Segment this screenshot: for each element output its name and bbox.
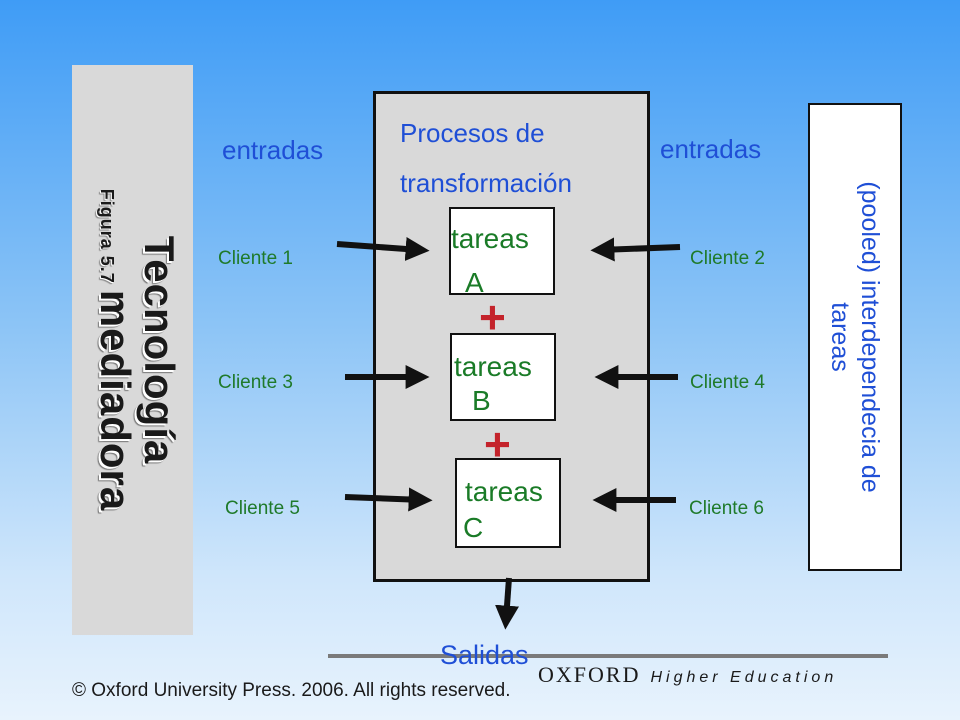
oxford-logo-text: OXFORD (538, 662, 641, 687)
task-c-line2: C (463, 512, 484, 543)
plus-sign-1: + (479, 291, 506, 343)
process-title-line2: transformación (400, 168, 572, 198)
arrow-client-2 (590, 237, 681, 262)
client-1-label: Cliente 1 (218, 248, 293, 269)
task-c-line1: tareas (465, 476, 543, 507)
pooled-line1: (pooled) interdependecia de (856, 181, 884, 493)
task-box-b: tareas B (450, 333, 556, 421)
process-title: Procesos de transformación (400, 108, 640, 208)
task-b-line1: tareas (454, 351, 532, 382)
pooled-interdependence-box: (pooled) interdependecia de tareas (808, 103, 902, 571)
inputs-left-label: entradas (222, 135, 324, 165)
oxford-brand: OXFORD Higher Education (538, 662, 837, 688)
pooled-interdependence-text: (pooled) interdependecia de tareas (825, 127, 885, 547)
arrow-client-1 (336, 236, 430, 261)
client-2-label: Cliente 2 (690, 248, 765, 269)
task-b-line2: B (472, 385, 491, 416)
copyright-notice: © Oxford University Press. 2006. All rig… (72, 680, 511, 701)
process-title-line1: Procesos de (400, 118, 545, 148)
output-label: Salidas (440, 640, 529, 670)
client-6-label: Cliente 6 (689, 498, 764, 519)
task-a-line2: A (465, 267, 484, 298)
arrow-client-5 (344, 487, 433, 512)
inputs-right-label: entradas (660, 134, 762, 164)
client-3-label: Cliente 3 (218, 372, 293, 393)
arrow-output (495, 577, 519, 630)
task-box-a: tareas A (449, 207, 555, 298)
oxford-subtitle: Higher Education (650, 669, 838, 686)
task-box-c: tareas C (455, 458, 561, 548)
client-4-label: Cliente 4 (690, 372, 765, 393)
footer-divider (328, 654, 888, 658)
client-5-label: Cliente 5 (225, 498, 300, 519)
left-title-panel: Tecnología Figura 5.7mediadora (72, 65, 193, 635)
task-a-line1: tareas (451, 223, 529, 254)
pooled-line2: tareas (826, 302, 854, 372)
